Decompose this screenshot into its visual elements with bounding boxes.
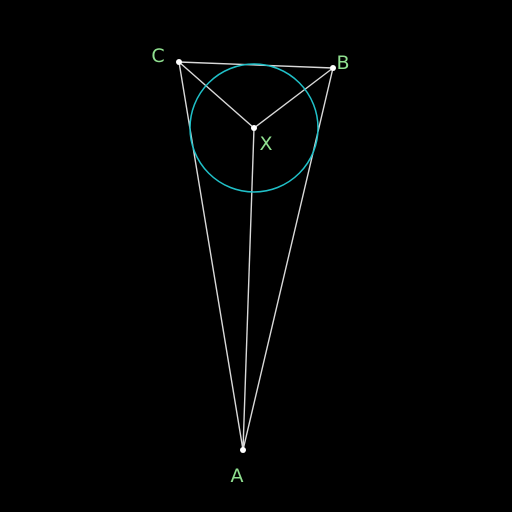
- segment-c-a: [178, 61, 244, 451]
- circles-layer: [189, 63, 319, 193]
- points-layer: [176, 59, 336, 453]
- label-c: C: [151, 45, 164, 67]
- point-b: [330, 65, 336, 71]
- label-x: X: [259, 133, 272, 155]
- segment-x-b: [253, 67, 334, 129]
- point-x: [251, 125, 257, 131]
- point-a: [240, 447, 246, 453]
- segment-x-c: [178, 61, 255, 129]
- segment-b-c: [178, 61, 334, 69]
- label-b: B: [336, 52, 349, 74]
- labels-layer: A B C X: [151, 45, 349, 487]
- label-a: A: [231, 465, 244, 487]
- segment-x-a: [242, 127, 255, 451]
- segments-layer: [178, 61, 334, 451]
- circle-centered-x: [189, 63, 319, 193]
- point-c: [176, 59, 182, 65]
